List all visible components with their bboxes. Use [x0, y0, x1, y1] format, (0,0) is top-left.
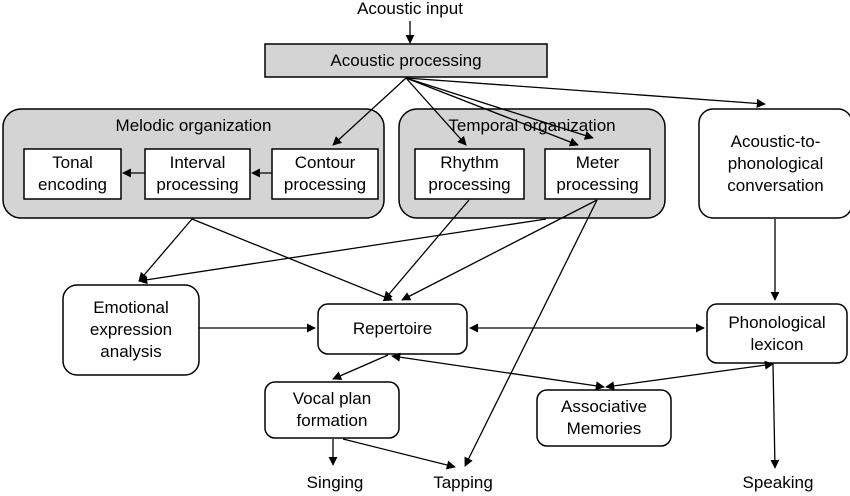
- emotional-expression-label: Emotional expression analysis: [89, 298, 173, 361]
- vocal-plan-box: [264, 381, 400, 439]
- phonological-lexicon-box: [706, 303, 848, 364]
- singing-label: Singing: [306, 473, 364, 492]
- acoustic-input-label: Acoustic input: [357, 0, 463, 18]
- rhythm-processing-label: Rhythm processing: [428, 153, 511, 194]
- contour-processing-box: [271, 148, 379, 200]
- melodic-organization-label: Melodic organization: [115, 116, 272, 135]
- arrow-melodic-to-emotional: [138, 218, 193, 282]
- acoustic-processing-box: [264, 43, 548, 78]
- acoustic-to-phonological-box: [698, 108, 850, 219]
- arrow-lexicon-to-speaking: [770, 363, 780, 469]
- arrow-meter-to-repertoire: [401, 199, 598, 301]
- contour-processing-label: Contour processing: [283, 153, 367, 194]
- meter-processing-label: Meter processing: [556, 153, 639, 194]
- arrow-acoustic-to-rhythm: [405, 77, 467, 146]
- associative-memories-label: Associative Memories: [561, 397, 647, 438]
- arrow-rhythm-to-repertoire: [383, 199, 470, 301]
- arrow-acoustic-to-contour: [332, 77, 407, 146]
- vocal-plan-label: Vocal plan formation: [292, 389, 372, 430]
- rhythm-processing-box: [414, 148, 525, 200]
- interval-processing-box: [144, 148, 251, 200]
- speaking-label: Speaking: [742, 473, 814, 492]
- arrow-lexicon-memories: [605, 360, 774, 391]
- arrow-meter-to-tapping: [464, 199, 598, 467]
- tonal-encoding-box: [23, 148, 122, 200]
- emotional-expression-box: [62, 284, 200, 376]
- arrow-acoustic-to-meter-b: [405, 77, 594, 140]
- meter-processing-box: [544, 148, 651, 200]
- acoustic-processing-label: Acoustic processing: [330, 50, 482, 70]
- tonal-encoding-label: Tonal encoding: [37, 153, 107, 194]
- arrow-acoustic-to-meter-a: [405, 77, 579, 147]
- arrow-acoustic-to-phonological: [405, 77, 766, 108]
- acoustic-to-phonological-label: Acoustic-to- phonological conversation: [727, 131, 824, 195]
- temporal-organization-label: Temporal organization: [448, 116, 616, 135]
- arrow-repertoire-to-vocal: [332, 354, 389, 380]
- phonological-lexicon-label: Phonological lexicon: [728, 312, 826, 354]
- tapping-label: Tapping: [433, 473, 493, 492]
- interval-processing-label: Interval processing: [156, 153, 239, 194]
- arrow-vocal-to-tapping: [342, 438, 456, 470]
- arrow-melodic-to-repertoire: [191, 218, 393, 302]
- repertoire-label: Repertoire: [352, 319, 433, 338]
- arrow-repertoire-memories: [391, 352, 605, 391]
- arrow-temporal-to-emotional: [138, 218, 547, 285]
